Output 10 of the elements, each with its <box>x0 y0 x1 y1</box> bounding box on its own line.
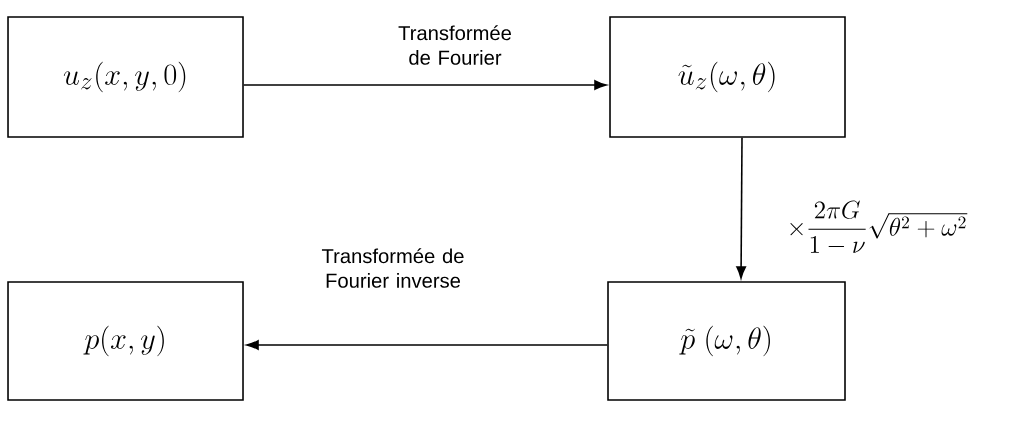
arrow <box>736 137 747 279</box>
process-box: $\tilde{u}_z(\omega, \theta)$ <box>609 16 846 138</box>
edge-label: $\times\dfrac{2\pi G}{1-\nu}\sqrt{\theta^2+\omega^2}$ <box>790 200 968 253</box>
edge-label: Transformée de Fourier inverse <box>321 248 464 288</box>
process-box: $\tilde{p}\;(\omega, \theta)$ <box>607 281 846 401</box>
process-box: $p(x, y)$ <box>7 281 244 401</box>
arrow <box>243 80 607 90</box>
arrow <box>246 340 608 350</box>
edge-label: Transformée de Fourier <box>398 25 511 65</box>
process-box: $u_z(x, y, 0)$ <box>7 16 244 138</box>
